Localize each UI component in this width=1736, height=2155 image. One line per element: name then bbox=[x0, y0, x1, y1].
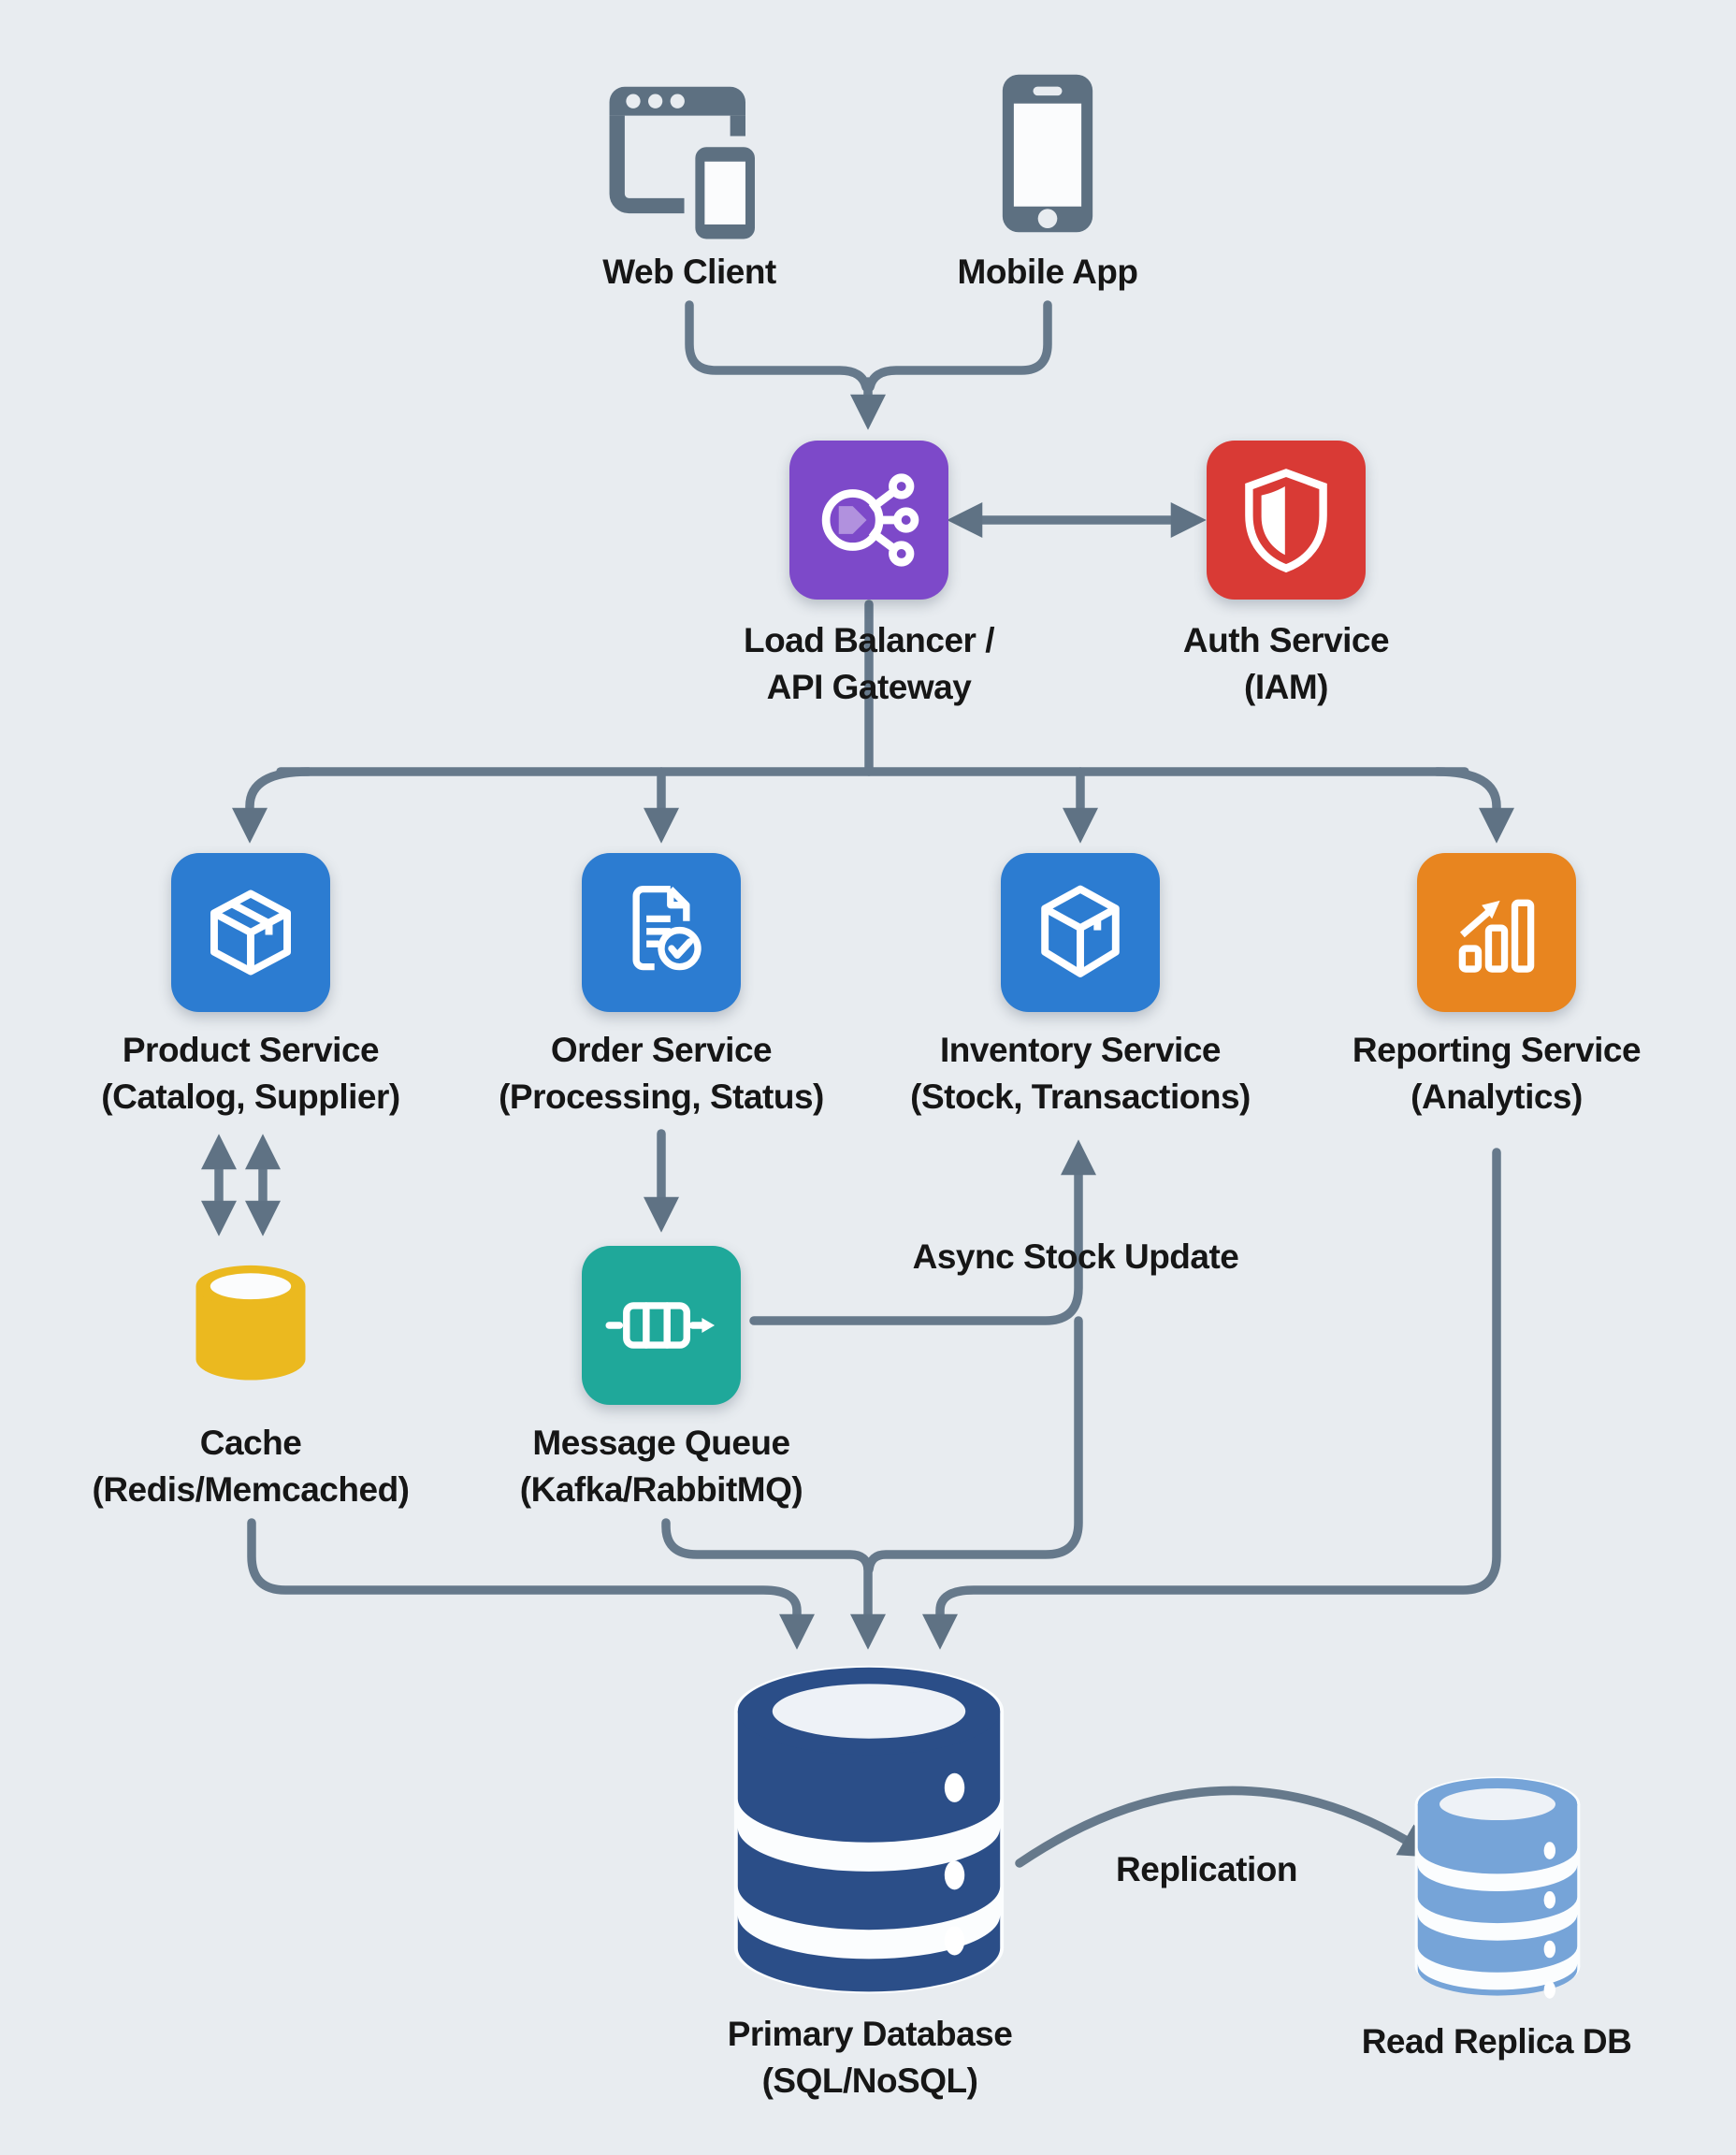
database-icon bbox=[1414, 1776, 1581, 1999]
inventory-service-label: Inventory Service(Stock, Transactions) bbox=[910, 1031, 1251, 1116]
load-balancer-label: Load Balancer /API Gateway bbox=[743, 621, 995, 706]
edge-drop-reporting bbox=[1432, 767, 1514, 844]
node-inventory-service bbox=[1001, 853, 1160, 1012]
node-cache bbox=[178, 1238, 324, 1412]
edge-queue-down bbox=[661, 1518, 873, 1574]
package-icon bbox=[210, 889, 292, 976]
queue-icon bbox=[605, 1302, 716, 1349]
node-reporting-service bbox=[1417, 853, 1576, 1012]
node-web-client bbox=[596, 75, 783, 243]
box-icon bbox=[1041, 885, 1120, 977]
node-mobile-app bbox=[999, 73, 1096, 234]
edge-cache-to-db bbox=[247, 1518, 815, 1650]
edge-queue-to-inventory-async bbox=[749, 1139, 1096, 1325]
edge-mobile-to-gateway bbox=[865, 300, 1052, 392]
browser-devices-icon bbox=[609, 86, 764, 243]
smartphone-icon bbox=[1002, 74, 1093, 233]
load-balancer-icon bbox=[821, 473, 919, 567]
edge-drop-product bbox=[232, 767, 313, 844]
node-message-queue bbox=[582, 1246, 741, 1405]
product-service-label: Product Service(Catalog, Supplier) bbox=[101, 1031, 400, 1116]
edge-replication-arc bbox=[1015, 1786, 1436, 1868]
database-icon bbox=[733, 1665, 1005, 1994]
document-check-icon bbox=[632, 885, 702, 971]
cache-label: Cache(Redis/Memcached) bbox=[92, 1424, 411, 1509]
bar-chart-icon bbox=[1458, 899, 1535, 973]
mobile-app-label: Mobile App bbox=[957, 253, 1139, 291]
node-primary-database bbox=[723, 1660, 1015, 2006]
edge-async-down bbox=[864, 1316, 1083, 1574]
message-queue-label: Message Queue(Kafka/RabbitMQ) bbox=[519, 1424, 803, 1509]
node-product-service bbox=[171, 853, 330, 1012]
cylinder-icon bbox=[195, 1265, 306, 1381]
reporting-service-label: Reporting Service(Analytics) bbox=[1352, 1031, 1642, 1116]
order-service-label: Order Service(Processing, Status) bbox=[499, 1031, 824, 1116]
web-client-label: Web Client bbox=[602, 253, 776, 291]
async-stock-update-label: Async Stock Update bbox=[912, 1237, 1239, 1276]
auth-service-label: Auth Service(IAM) bbox=[1182, 621, 1390, 706]
node-load-balancer bbox=[789, 441, 948, 600]
primary-database-label: Primary Database(SQL/NoSQL) bbox=[727, 2015, 1013, 2100]
node-order-service bbox=[582, 853, 741, 1012]
shield-icon bbox=[1245, 469, 1327, 573]
edge-reporting-to-db bbox=[922, 1148, 1501, 1650]
node-auth-service bbox=[1207, 441, 1366, 600]
node-read-replica bbox=[1410, 1775, 1584, 2007]
read-replica-label: Read Replica DB bbox=[1361, 2022, 1632, 2061]
edge-webclient-to-gateway bbox=[685, 300, 871, 392]
replication-label: Replication bbox=[1116, 1850, 1297, 1888]
